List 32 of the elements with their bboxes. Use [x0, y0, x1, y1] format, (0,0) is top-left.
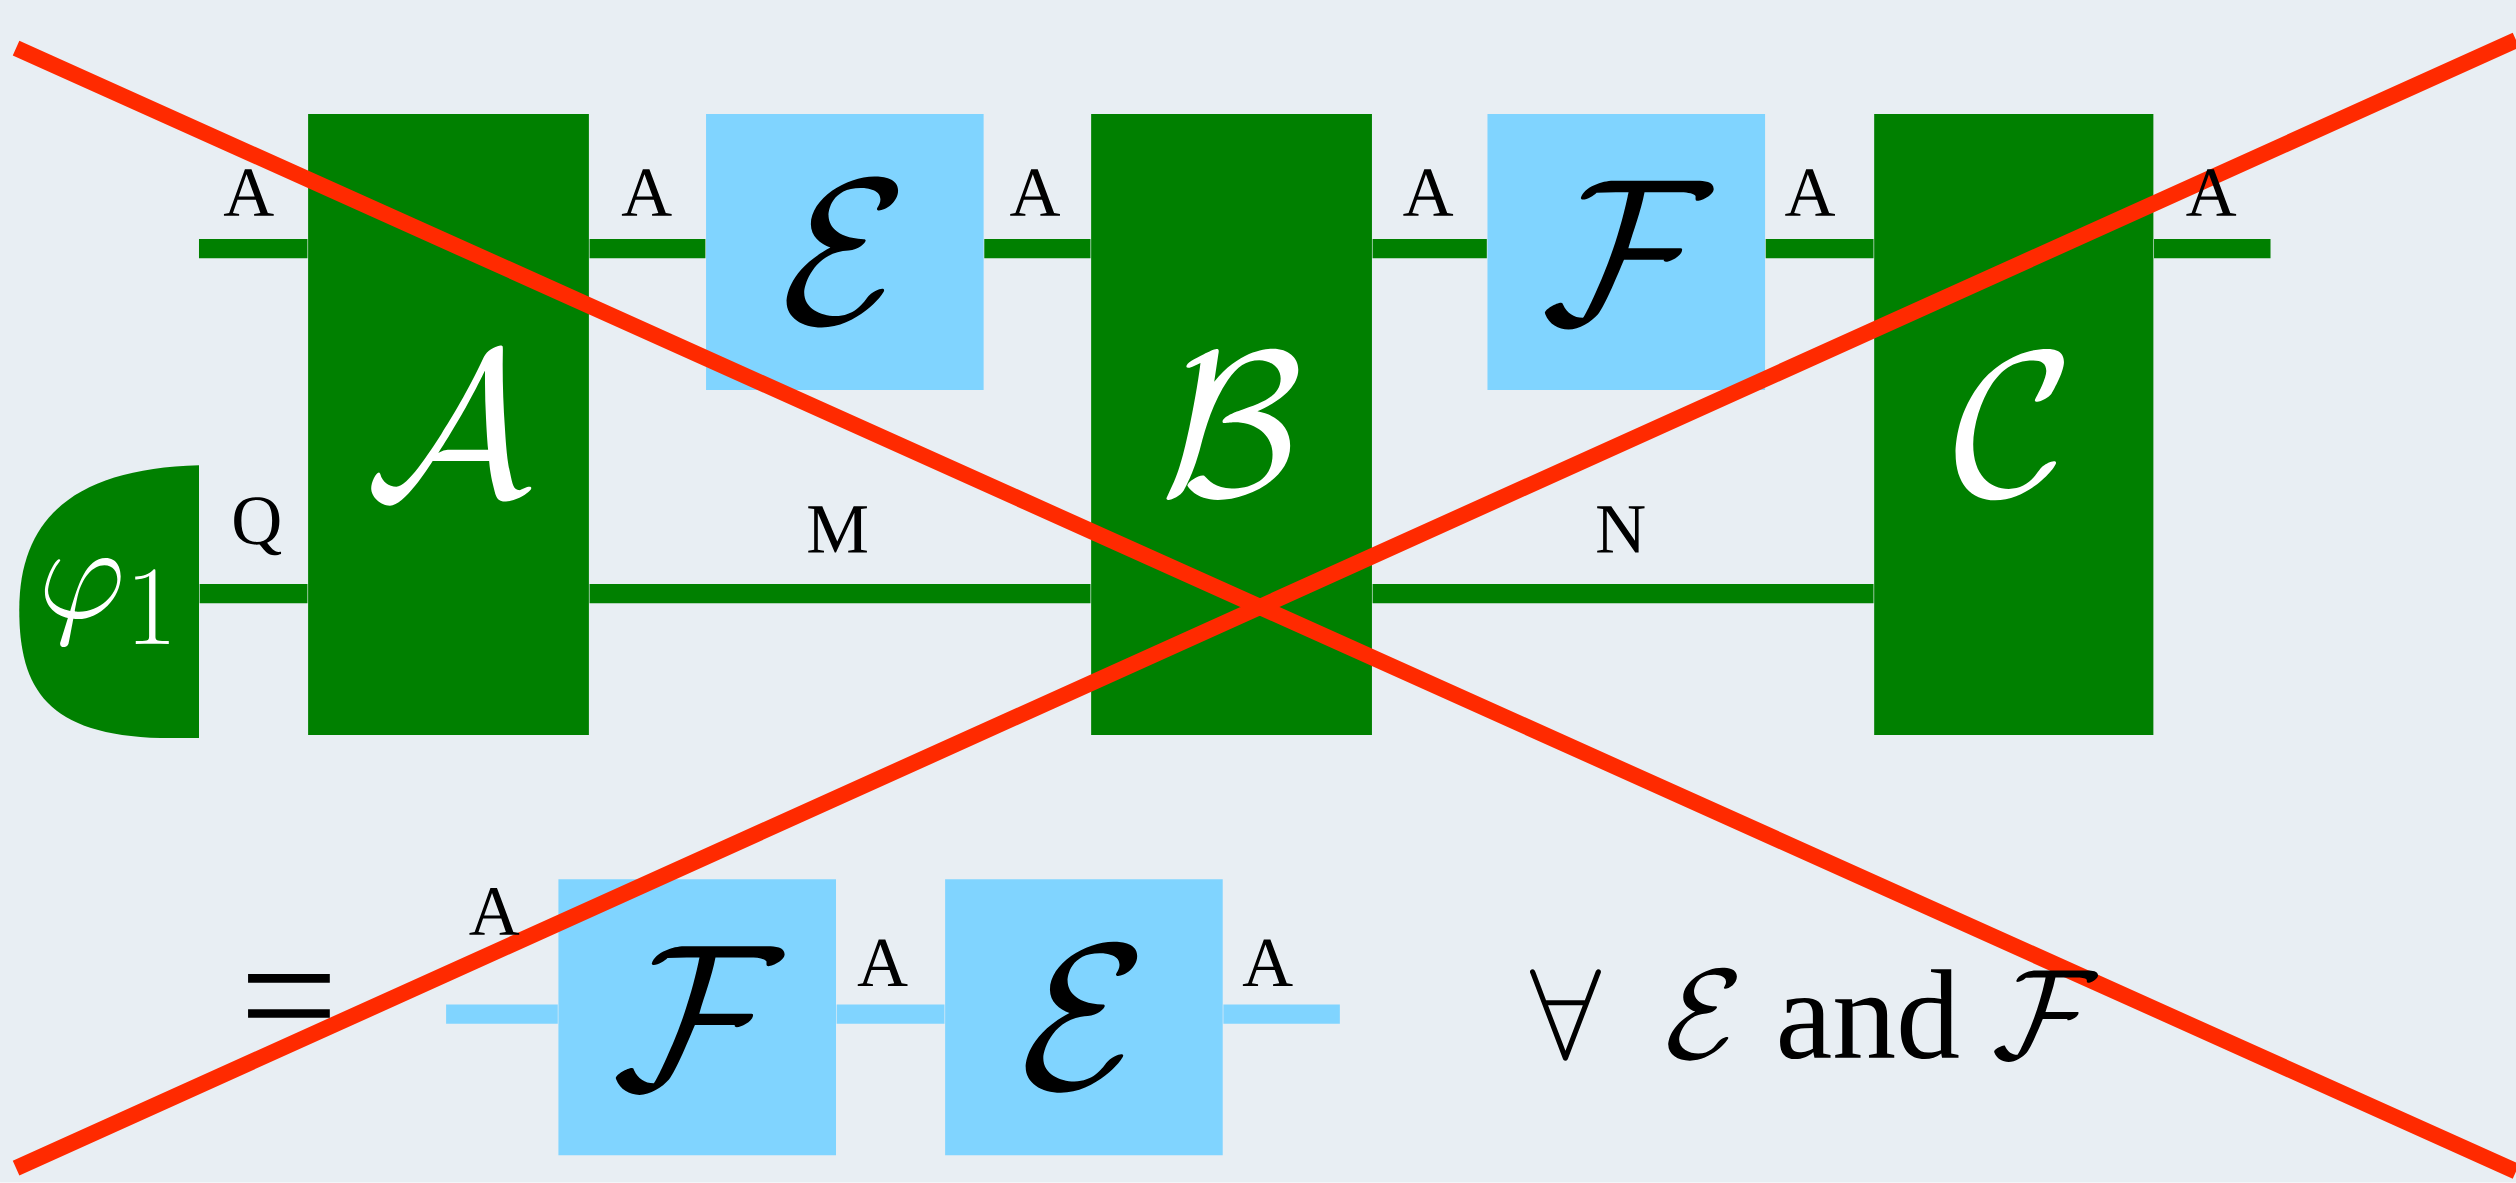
wire: [199, 584, 308, 604]
edge-label: A: [1403, 169, 1454, 217]
channel-box: $\mathcal{E}$: [945, 879, 1223, 1156]
edge-label: Q: [234, 497, 282, 556]
channel-box: $\mathcal{E}$: [706, 114, 984, 391]
wire: [1223, 1004, 1340, 1024]
edge-label: M: [808, 506, 867, 553]
wire: [589, 584, 1091, 604]
edge-label: A: [857, 939, 908, 987]
wire: [1372, 239, 1487, 259]
wire: [836, 1004, 945, 1024]
formula-label: $\forall\ \ \mathcal{E}\ \mathrm{and}\ \mathcal{F}$: [1529, 968, 2098, 1063]
channel-box: $\mathcal{F}$: [558, 879, 836, 1156]
channel-box: $\mathcal{F}$: [1487, 114, 1766, 391]
process-box: $\mathcal{C}$: [1874, 114, 2154, 736]
edge-label: A: [1242, 939, 1293, 987]
wire: [1765, 239, 1874, 259]
process-box: $\mathcal{B}$: [1091, 114, 1372, 736]
wire: [2154, 239, 2271, 259]
equals-sign: =: [248, 974, 330, 1019]
edge-label: N: [1597, 506, 1645, 553]
wire: [199, 239, 308, 259]
wire: [446, 1004, 558, 1024]
process-box: $\mathcal{A}$: [308, 114, 589, 736]
wire: [984, 239, 1091, 259]
edge-label: A: [1010, 169, 1060, 217]
edge-label: A: [469, 888, 520, 935]
wire: [589, 239, 706, 259]
edge-label: A: [223, 169, 274, 217]
edge-label: A: [621, 169, 672, 217]
edge-label: A: [1785, 169, 1835, 217]
wire: [1372, 584, 1874, 604]
